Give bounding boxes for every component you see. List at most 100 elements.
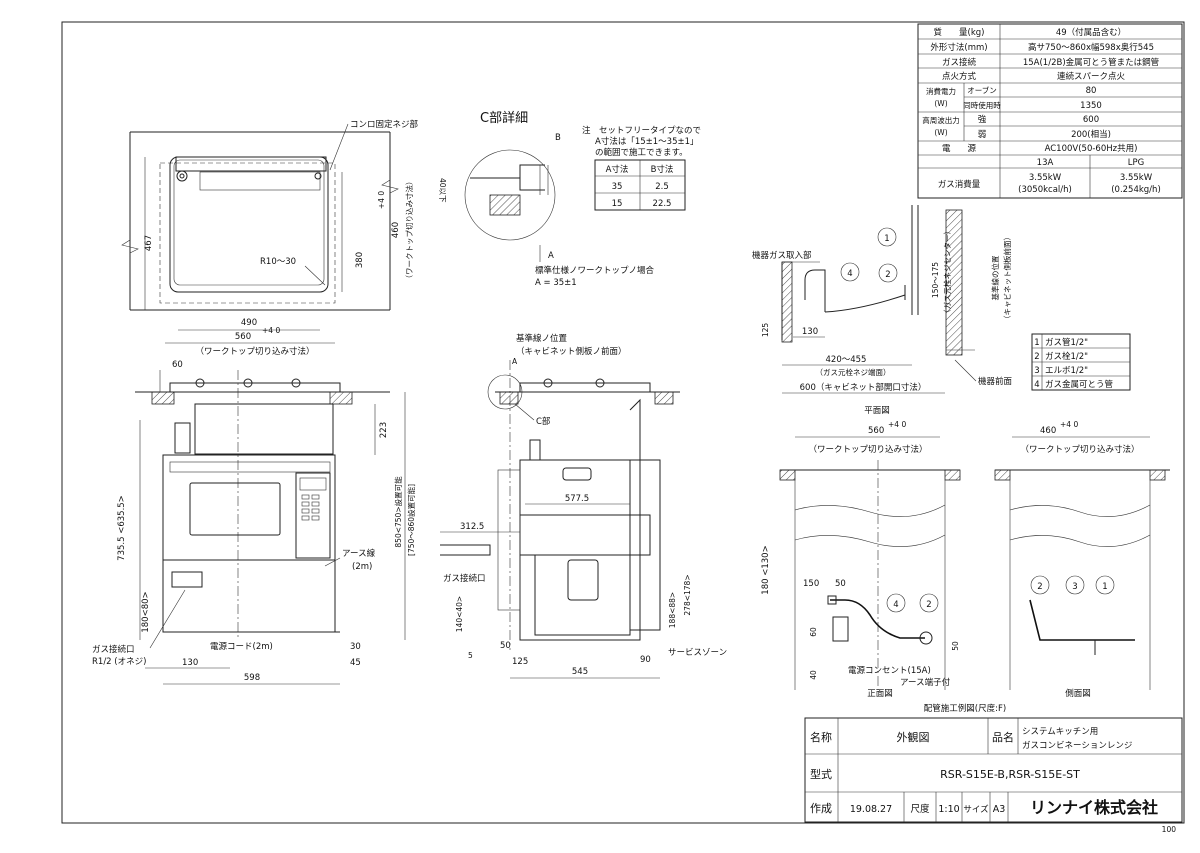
gas13-value-2: (3050kcal/h) [1018, 185, 1072, 195]
dim-490: 490 [241, 318, 257, 328]
legend-num: 1 [1034, 338, 1039, 348]
plan-front-label: 機器前面 [978, 376, 1013, 387]
spec-label-gas: ガス接続 [942, 57, 977, 68]
side-dim-278: 278<178> [683, 574, 692, 615]
inst-side-title: 側面図 [1065, 688, 1091, 699]
tb-product-1: システムキッチン用 [1022, 727, 1098, 737]
inst-dim-460: 460 [1040, 426, 1056, 436]
inst-dim-180: 180 <130> [761, 545, 771, 594]
gas-13a: 13A [1037, 158, 1054, 168]
inst-side-balloon-3: 3 [1072, 582, 1077, 592]
gas-conn-2: R1/2 (オネジ) [92, 657, 146, 667]
c-table-cell: 15 [612, 199, 623, 209]
tb-model-label: 型式 [810, 767, 832, 781]
simul-value: 1350 [1080, 101, 1102, 111]
power-src-label: 電 源 [942, 144, 977, 154]
top-view: 467 380 460 +4 0 （ワークトップ切り込み寸法） コンロ固定ネジ部… [121, 119, 419, 357]
plan-center-note: （ガス元栓ネジセンター） [942, 227, 952, 317]
side-dim-5: 5 [468, 651, 473, 660]
legend-num: 4 [1034, 380, 1039, 390]
plan-note-center: （ガス元栓ネジ端面） [816, 367, 891, 377]
inst-outlet: 電源コンセント(15A) [848, 666, 931, 676]
power-unit: (W) [934, 99, 947, 108]
dim-467: 467 [144, 235, 154, 251]
inst-side-balloon-2: 2 [1037, 582, 1042, 592]
c-table-cell: 35 [612, 182, 623, 192]
plan-ref-note-2: （キャビネット側板前面） [1002, 233, 1012, 323]
side-dim-188: 188<88> [668, 592, 677, 628]
inst-cut-note: （ワークトップ切り込み寸法） [808, 444, 927, 455]
c-detail: C部詳細 B A 40以下 注 セットフリータイプなので A寸法は「15±1～3… [438, 110, 701, 288]
power-label: 消費電力 [926, 86, 956, 96]
tb-made-label: 作成 [810, 802, 832, 815]
hf-unit: (W) [934, 128, 947, 137]
plan-balloon-2: 2 [885, 270, 890, 280]
side-dim-577: 577.5 [565, 494, 589, 504]
tb-date: 19.08.27 [850, 804, 892, 815]
tb-size-value: A3 [993, 804, 1006, 815]
side-dim-140: 140<40> [455, 596, 464, 632]
tb-sheet-no: 100 [1162, 825, 1177, 834]
inst-dim-50: 50 [835, 579, 846, 589]
c-detail-std-1: 標準仕様ノワークトップノ場合 [535, 265, 655, 276]
c-detail-dim-40: 40以下 [438, 178, 447, 203]
spec-value-ignition: 連続スパーク点火 [1057, 71, 1126, 82]
strong-value: 600 [1083, 115, 1099, 125]
ref-line-2: （キャビネット側板ノ前面） [516, 346, 627, 357]
tb-name-label: 名称 [810, 730, 832, 744]
lpg-value-2: (0.254kg/h) [1111, 185, 1161, 195]
oven-label: オーブン [967, 85, 997, 95]
weak-label: 弱 [978, 130, 987, 140]
lpg-value-1: 3.55kW [1120, 173, 1153, 183]
gas-conn-1: ガス接続口 [92, 644, 135, 655]
title-block: 名称 外観図 品名 システムキッチン用 ガスコンビネーションレンジ 型式 RSR… [804, 717, 1183, 834]
plan-dim-130: 130 [802, 327, 818, 337]
c-table-cell: 22.5 [653, 199, 672, 209]
dim-560: 560 [235, 332, 251, 342]
front-dim-223: 223 [379, 422, 389, 438]
spec-label-ignition: 点火方式 [942, 71, 977, 82]
side-dim-125: 125 [512, 657, 528, 667]
pipe-legend: 1 ガス管1/2" 2 ガス栓1/2" 3 エルボ1/2" 4 ガス金属可とう管 [1031, 333, 1131, 391]
spec-table: 質 量(kg) 49（付属品含む） 外形寸法(mm) 高サ750～860x幅59… [917, 23, 1183, 199]
c-table-col-a: A寸法 [606, 164, 629, 175]
simul-label: 同時使用時 [963, 100, 1001, 110]
c-detail-note-1: 注 セットフリータイプなので [582, 125, 701, 136]
gas-lpg: LPG [1128, 158, 1144, 168]
front-dim-750-860: [750～860設置可能] [406, 484, 416, 556]
top-cut-note-2: （ワークトップ切り込み寸法） [195, 346, 314, 357]
front-dim-180: 180<80> [141, 591, 151, 632]
c-detail-note-3: の範囲で施工できます。 [595, 147, 688, 158]
legend-num: 3 [1034, 366, 1039, 376]
side-dim-312: 312.5 [460, 522, 484, 532]
front-dim-130: 130 [182, 658, 198, 668]
service-zone: サービスゾーン [668, 648, 727, 658]
label-radius: R10～30 [260, 257, 296, 267]
plan-dim-600: 600（キャビネット部開口寸法） [800, 382, 927, 393]
plan-ref-note-1: 基準線の位置 [990, 255, 1000, 300]
front-view: 60 223 735.5 <635.5> 850<750>設置可能 [750～8… [92, 360, 416, 685]
plan-dim-420: 420～455 [826, 355, 867, 365]
side-dim-50: 50 [500, 641, 511, 651]
earth-len: (2m) [352, 562, 372, 572]
front-dim-60: 60 [172, 360, 183, 370]
plan-title: 平面図 [864, 406, 890, 416]
top-cut-note: （ワークトップ切り込み寸法） [404, 178, 414, 283]
label-screw: コンロ固定ネジ部 [350, 119, 419, 130]
side-a-mark: A [512, 357, 518, 366]
inst-balloon-4: 4 [893, 600, 898, 610]
ref-line-1: 基準線ノ位置 [516, 333, 568, 344]
gas-consumption-label: ガス消費量 [938, 179, 981, 190]
plan-intake: 機器ガス取入部 [752, 250, 812, 261]
front-dim-30: 30 [350, 642, 361, 652]
c-detail-title: C部詳細 [480, 110, 528, 126]
legend-text: エルボ1/2" [1045, 366, 1088, 376]
inst-balloon-2: 2 [926, 600, 931, 610]
inst-dim-60: 60 [809, 627, 818, 637]
front-dim-735: 735.5 <635.5> [117, 495, 127, 561]
side-dim-90: 90 [640, 655, 651, 665]
legend-text: ガス栓1/2" [1045, 351, 1088, 362]
front-dim-45: 45 [350, 658, 361, 668]
